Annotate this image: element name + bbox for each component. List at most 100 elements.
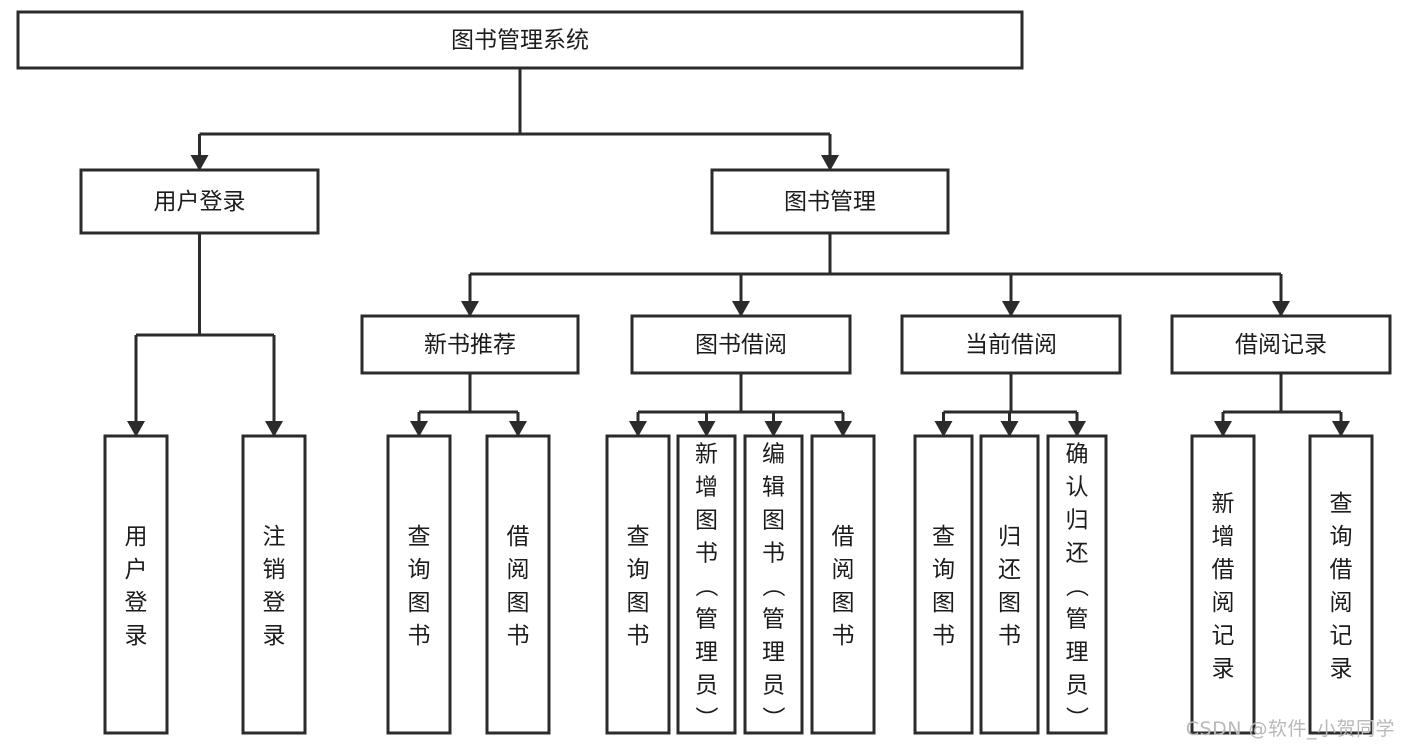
node-label-char: 查 (932, 524, 955, 550)
node-label-char: ） (1063, 706, 1089, 729)
connector-layer (127, 68, 1350, 437)
node-label-char: 认 (1066, 475, 1089, 501)
connector-group-book-borrow (629, 373, 852, 437)
node-label: 图书管理系统 (451, 28, 589, 54)
arrow-head-icon (732, 301, 750, 317)
node-new-book-rec[interactable]: 新书推荐 (360, 314, 580, 375)
node-label-char: 编 (762, 442, 785, 468)
node-box (386, 434, 452, 735)
node-label-char: 阅 (1330, 590, 1353, 616)
node-box (605, 434, 671, 735)
node-label-char: 归 (998, 524, 1021, 550)
node-box (710, 168, 950, 235)
node-leaf-user-login[interactable]: 用户登录 (103, 434, 169, 735)
node-root[interactable]: 图书管理系统 (16, 10, 1024, 70)
node-label-char: 阅 (507, 557, 530, 583)
node-label-char: 销 (263, 557, 286, 583)
node-box (103, 434, 169, 735)
connector-group-book-manage (461, 233, 1290, 317)
node-box (979, 434, 1040, 735)
node-label-char: 借 (1330, 557, 1353, 583)
arrow-head-icon (697, 421, 716, 437)
node-box (1170, 314, 1392, 375)
arrow-head-icon (461, 301, 479, 317)
node-label-char: 查 (408, 524, 431, 550)
node-label-char: 增 (695, 475, 718, 501)
node-label-char: 增 (1212, 524, 1235, 550)
node-box (79, 168, 320, 235)
node-book-borrow[interactable]: 图书借阅 (630, 314, 852, 375)
node-label-char: 阅 (1212, 590, 1235, 616)
node-label-char: 确 (1066, 442, 1089, 468)
node-label-char: 图 (408, 590, 431, 616)
node-label-char: 书 (832, 623, 855, 649)
node-box (630, 314, 852, 375)
node-label-char: 查 (627, 524, 650, 550)
node-label-char: 书 (695, 541, 718, 567)
node-label-char: 新 (1212, 491, 1235, 517)
node-label-char: 登 (125, 590, 148, 616)
arrow-head-icon (1000, 421, 1019, 437)
arrow-head-icon (190, 155, 209, 171)
node-label-char: 询 (627, 557, 650, 583)
node-label-char: 注 (263, 524, 286, 550)
node-label-char: 记 (1330, 623, 1353, 649)
node-label: 用户登录 (154, 189, 246, 215)
node-label-char: 书 (932, 623, 955, 649)
arrow-head-icon (127, 421, 145, 437)
node-label-char: 书 (998, 623, 1021, 649)
node-box (900, 314, 1122, 375)
node-box (743, 434, 804, 735)
node-book-manage[interactable]: 图书管理 (710, 168, 950, 235)
node-label-char: 书 (507, 623, 530, 649)
arrow-head-icon (410, 421, 428, 437)
arrow-head-icon (821, 155, 839, 171)
node-label-char: ） (693, 706, 719, 729)
node-box (241, 434, 307, 735)
connector-group-new-book-rec (410, 373, 527, 437)
node-borrow-record[interactable]: 借阅记录 (1170, 314, 1392, 375)
node-label-char: （ (760, 574, 786, 597)
node-user-login[interactable]: 用户登录 (79, 168, 320, 235)
node-box (1046, 434, 1108, 735)
node-label-char: 借 (832, 524, 855, 550)
node-label-char: 询 (1330, 524, 1353, 550)
node-label-char: 录 (125, 623, 148, 649)
node-label-char: 用 (125, 524, 148, 550)
node-box (676, 434, 737, 735)
node-label-char: 书 (627, 623, 650, 649)
arrow-head-icon (509, 421, 527, 437)
arrow-head-icon (265, 421, 283, 437)
node-label-char: 录 (263, 623, 286, 649)
node-label-char: 查 (1330, 491, 1353, 517)
node-box (810, 434, 876, 735)
node-label-char: 归 (1066, 508, 1089, 534)
node-box (360, 314, 580, 375)
node-label-char: ） (760, 706, 786, 729)
arrow-head-icon (934, 421, 953, 437)
node-label-char: （ (693, 574, 719, 597)
node-label: 图书管理 (784, 189, 876, 215)
connector-group-borrow-record (1214, 373, 1350, 437)
arrow-head-icon (1002, 301, 1020, 317)
node-current-borrow[interactable]: 当前借阅 (900, 314, 1122, 375)
node-label-char: 图 (507, 590, 530, 616)
node-label-char: 借 (1212, 557, 1235, 583)
node-label-char: 询 (408, 557, 431, 583)
node-layer: 图书管理系统用户登录图书管理新书推荐图书借阅当前借阅借阅记录用户登录注销登录查询… (16, 10, 1392, 735)
arrow-head-icon (834, 421, 852, 437)
node-label-char: 管 (695, 607, 718, 633)
